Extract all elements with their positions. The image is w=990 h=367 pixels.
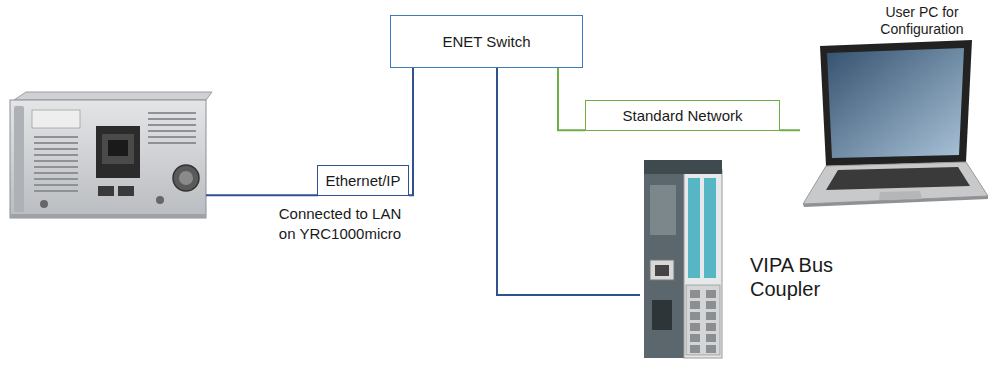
connection-note: Connected to LAN on YRC1000micro [272, 204, 408, 245]
robot-controller [10, 92, 212, 218]
network-link [558, 68, 585, 130]
box-label: Standard Network [622, 107, 742, 125]
user-pc: User PC for Configuration [800, 4, 988, 208]
protocol-box: Ethernet/IP [317, 165, 409, 196]
laptop-illustration [803, 40, 988, 207]
network-link [780, 130, 800, 131]
link-line [409, 68, 413, 195]
link-line [558, 68, 585, 130]
network-box: Standard Network [585, 100, 780, 131]
box-label: ENET Switch [442, 33, 530, 51]
device-label: User PC for Configuration [858, 4, 986, 38]
network-cable [206, 194, 318, 196]
network-link [409, 68, 413, 195]
device-label: VIPA Bus Coupler [750, 253, 860, 301]
switch-box: ENET Switch [390, 15, 583, 68]
box-label: Ethernet/IP [325, 172, 400, 190]
bus-coupler-illustration [644, 160, 722, 358]
bus-coupler: VIPA Bus Coupler [640, 158, 855, 362]
link-line [780, 129, 800, 131]
